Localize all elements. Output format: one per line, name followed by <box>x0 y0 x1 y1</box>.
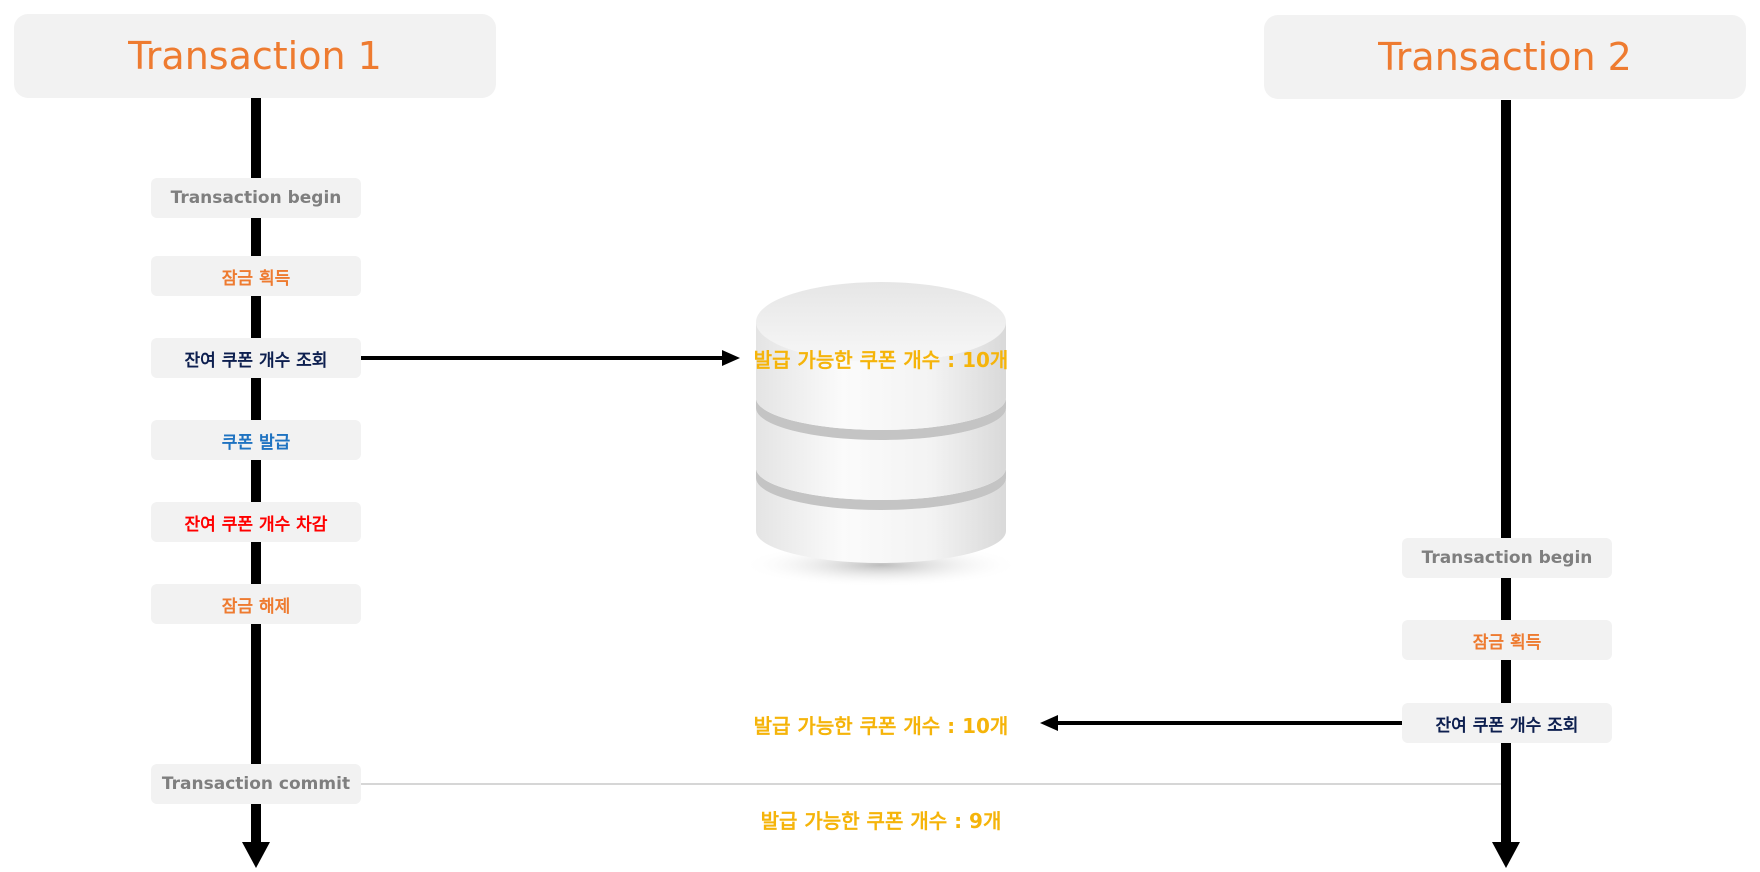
t2-step-transaction-begin: Transaction begin <box>1402 538 1612 578</box>
t2-step-lock-acquire: 잠금 획득 <box>1402 620 1612 660</box>
t1-begin-label: Transaction begin <box>170 188 342 208</box>
t1-lock-acquire-label: 잠금 획득 <box>221 268 291 289</box>
arrow-left-icon <box>1040 715 1402 731</box>
t1-lock-release-label: 잠금 해제 <box>221 596 291 617</box>
transaction-1-lifeline <box>251 98 261 850</box>
transaction-1-header: Transaction 1 <box>14 14 496 98</box>
t1-step-transaction-commit: Transaction commit <box>151 764 361 804</box>
t1-commit-label: Transaction commit <box>161 774 351 794</box>
t1-step-issue-coupon: 쿠폰 발급 <box>151 420 361 460</box>
t1-step-decrement-count: 잔여 쿠폰 개수 차감 <box>151 502 361 542</box>
transaction-2-arrow-down-icon <box>1492 842 1520 868</box>
t1-decrement-count-label: 잔여 쿠폰 개수 차감 <box>184 514 328 535</box>
db-label-read-by-t2: 발급 가능한 쿠폰 개수 : 10개 <box>753 714 1009 738</box>
transaction-2-lifeline <box>1501 100 1511 850</box>
t2-step-query-count: 잔여 쿠폰 개수 조회 <box>1402 703 1612 743</box>
t2-lock-acquire-label: 잠금 획득 <box>1472 632 1542 653</box>
transaction-2-header: Transaction 2 <box>1264 15 1746 99</box>
t1-step-transaction-begin: Transaction begin <box>151 178 361 218</box>
t1-query-count-label: 잔여 쿠폰 개수 조회 <box>184 350 328 371</box>
t1-issue-coupon-label: 쿠폰 발급 <box>221 432 291 453</box>
transaction-1-title: Transaction 1 <box>128 34 382 78</box>
transaction-1-arrow-down-icon <box>242 842 270 868</box>
t1-step-lock-release: 잠금 해제 <box>151 584 361 624</box>
t2-begin-label: Transaction begin <box>1421 548 1593 568</box>
db-label-initial: 발급 가능한 쿠폰 개수 : 10개 <box>753 348 1009 372</box>
t1-step-lock-acquire: 잠금 획득 <box>151 256 361 296</box>
arrow-right-icon <box>361 350 740 366</box>
db-label-after-commit: 발급 가능한 쿠폰 개수 : 9개 <box>760 809 1002 833</box>
transaction-2-title: Transaction 2 <box>1378 35 1632 79</box>
t1-step-query-count: 잔여 쿠폰 개수 조회 <box>151 338 361 378</box>
t2-query-count-label: 잔여 쿠폰 개수 조회 <box>1435 715 1579 736</box>
